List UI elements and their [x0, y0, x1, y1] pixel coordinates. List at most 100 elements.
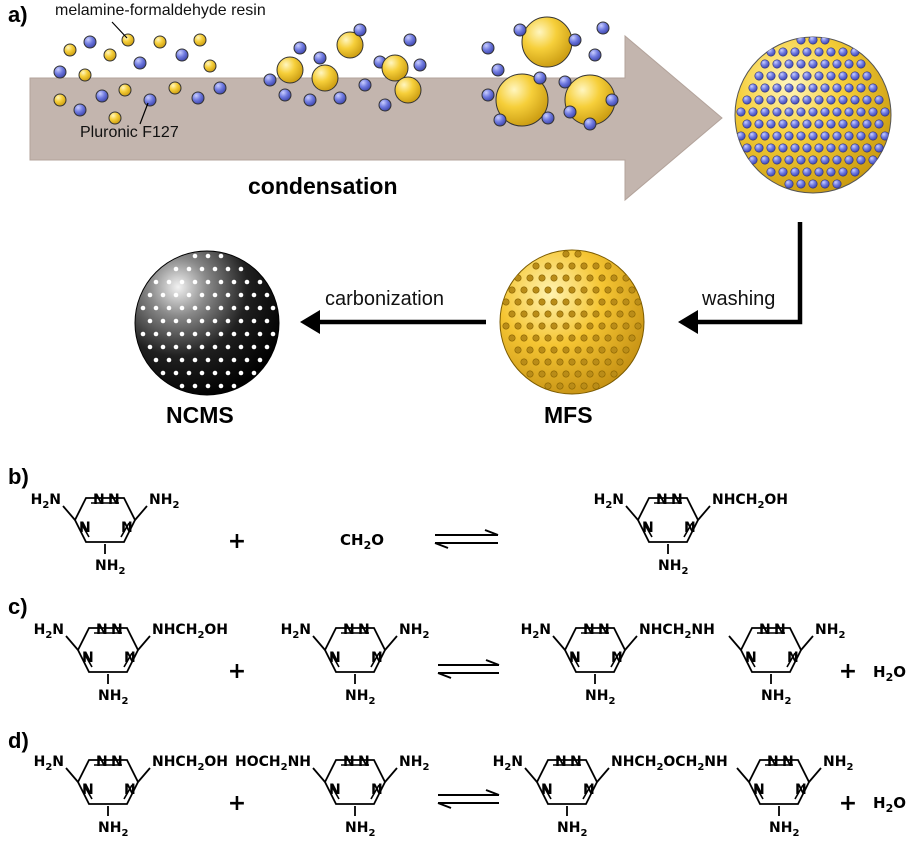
composite-micelle-dot [784, 155, 794, 165]
mfs-pore-dot [628, 334, 636, 342]
mfs-pore-dot [610, 370, 618, 378]
formaldehyde: CH2O [340, 531, 384, 552]
composite-micelle-dot [862, 95, 872, 105]
mfs-pore-dot [538, 322, 546, 330]
composite-micelle-dot [832, 131, 842, 141]
composite-micelle-dot [790, 95, 800, 105]
equilibrium-arrow-d [437, 789, 500, 809]
ncms-pore-dot [225, 344, 231, 350]
ncms-pore-dot [166, 357, 172, 363]
ncms-pore-dot [192, 357, 198, 363]
composite-micelle-dot [796, 83, 806, 93]
ncms-pore-dot [179, 357, 185, 363]
ring-nitrogen: N [759, 622, 771, 638]
resin-and-micelle-particles [53, 33, 227, 125]
ring-nitrogen: N [371, 782, 383, 798]
mfs-pore-dot [592, 262, 600, 270]
composite-micelle-dot [826, 119, 836, 129]
composite-micelle-dot [796, 107, 806, 117]
mfs-pore-dot [568, 334, 576, 342]
composite-micelle-dot [796, 59, 806, 69]
mfs-pore-dot [532, 334, 540, 342]
mfs-pore-dot [556, 262, 564, 270]
mfs-pore-dot [598, 370, 606, 378]
mfs-pore-dot [544, 286, 552, 294]
ring-nitrogen: N [795, 782, 807, 798]
composite-micelle-dot [784, 107, 794, 117]
composite-micelle-dot [850, 119, 860, 129]
right-substituent: NHCH2NH [639, 622, 715, 641]
composite-micelle-dot [808, 179, 818, 189]
ncms-pore-dot [231, 357, 237, 363]
mfs-pore-dot [520, 310, 528, 318]
composite-micelle-dot [778, 47, 788, 57]
ncms-pore-dot [238, 292, 244, 298]
ncms-pore-dot [251, 370, 257, 376]
mfs-pore-dot [580, 286, 588, 294]
ncms-pore-dot [153, 357, 159, 363]
condensation-label: condensation [248, 173, 398, 199]
composite-micelle-dot [874, 143, 884, 153]
right-substituent: NHCH2OH [712, 492, 788, 511]
composite-micelle-dot [802, 119, 812, 129]
composite-micelle-dot [820, 131, 830, 141]
ncms-pore-dot [205, 383, 211, 389]
left-substituent: H2N [493, 754, 523, 773]
composite-micelle-dot [802, 95, 812, 105]
composite-micelle-dot [808, 83, 818, 93]
equilibrium-arrow-c [437, 659, 500, 679]
amino-group: NH2 [769, 820, 799, 839]
mfs-pore-dot [520, 358, 528, 366]
composite-micelle-dot [814, 143, 824, 153]
mfs-pore-dot [508, 334, 516, 342]
ring-nitrogen: N [583, 782, 595, 798]
ring-nitrogen: N [684, 520, 696, 536]
panel-c-label: c) [8, 594, 28, 619]
composite-micelle-dot [868, 155, 878, 165]
mfs-pore-dot [556, 382, 564, 390]
composite-micelle-dot [736, 131, 746, 141]
mfs-pore-dot [622, 346, 630, 354]
mfs-pore-dot [622, 298, 630, 306]
ncms-pore-dot [212, 344, 218, 350]
left-substituent: H2N [34, 754, 64, 773]
composite-micelle-dot [796, 155, 806, 165]
composite-micelle-dot [850, 71, 860, 81]
composite-micelle-dot [802, 71, 812, 81]
composite-micelle-dot [742, 95, 752, 105]
ncms-pore-dot [231, 305, 237, 311]
composite-micelle-dot [808, 59, 818, 69]
composite-micelle-dot [772, 155, 782, 165]
composite-micelle-dot [826, 71, 836, 81]
mfs-pore-dot [556, 334, 564, 342]
ncms-pore-dot [153, 331, 159, 337]
composite-micelle-dot [778, 71, 788, 81]
composite-micelle-dot [820, 83, 830, 93]
ncms-pore-dot [270, 305, 276, 311]
composite-micelle-dot [868, 83, 878, 93]
mfs-pore-dot [532, 358, 540, 366]
composite-micelle-dot [868, 107, 878, 117]
mfs-pore-dot [502, 322, 510, 330]
ncms-pore-dot [140, 331, 146, 337]
ring-nitrogen: N [541, 782, 553, 798]
mfs-pore-dot [508, 286, 516, 294]
mfs-pore-dot [568, 382, 576, 390]
ncms-pore-dot [264, 318, 270, 324]
ncms-label: NCMS [166, 402, 234, 428]
ncms-pore-dot [147, 292, 153, 298]
composite-micelle-dot [742, 119, 752, 129]
ncms-pore-dot [244, 357, 250, 363]
composite-micelle-dot [814, 95, 824, 105]
right-substituent: NH2 [399, 754, 429, 773]
ncms-pore-dot [186, 370, 192, 376]
ncms-pore-dot [160, 370, 166, 376]
composite-micelle-dot [880, 131, 890, 141]
composite-micelle-dot [844, 83, 854, 93]
ncms-pore-dot [244, 305, 250, 311]
